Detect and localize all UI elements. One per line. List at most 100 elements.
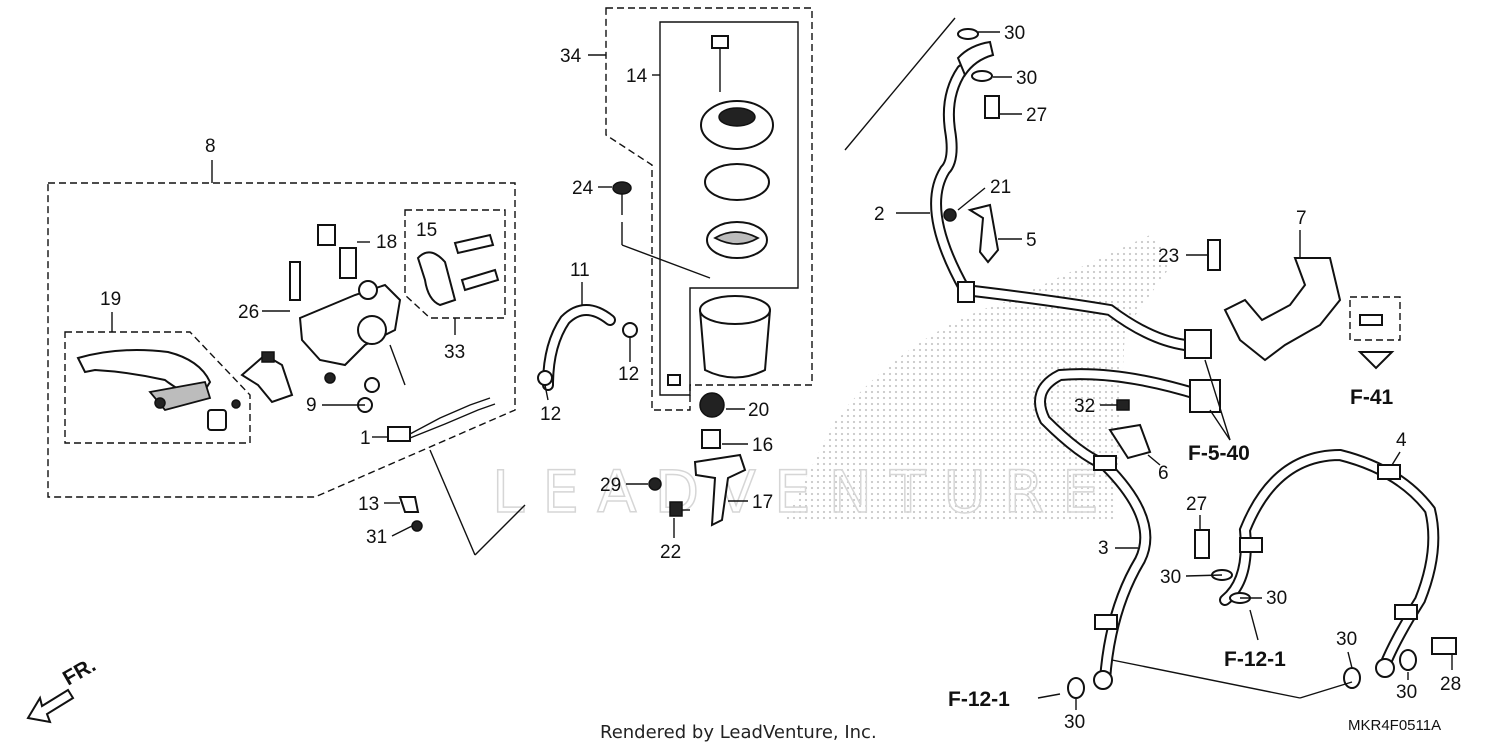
reservoir-screw bbox=[612, 181, 632, 215]
banjo-bolt bbox=[1194, 529, 1210, 559]
sealing-washer-3 bbox=[1343, 667, 1361, 689]
bracket-bolt-outline bbox=[1349, 296, 1401, 341]
clamp-bolt bbox=[943, 208, 957, 222]
banjo-fitting bbox=[956, 40, 995, 78]
group-14-outline bbox=[659, 21, 799, 396]
callout-33: 33 bbox=[444, 342, 465, 363]
callout-30-d: 30 bbox=[1266, 588, 1287, 609]
sealing-washer-2 bbox=[971, 70, 993, 82]
callout-6: 6 bbox=[1158, 463, 1169, 484]
bleed-bolt bbox=[984, 95, 1000, 119]
callout-27-b: 27 bbox=[1186, 494, 1207, 515]
callout-20: 20 bbox=[748, 400, 769, 421]
reference-f41: F-41 bbox=[1350, 386, 1394, 409]
lever-pivot-bracket bbox=[240, 261, 301, 404]
credit-text: Rendered by LeadVenture, Inc. bbox=[600, 722, 877, 743]
watermark-text: LEADVENTURE bbox=[492, 458, 1117, 526]
callout-34: 34 bbox=[560, 46, 582, 67]
callout-labels: 8 19 26 18 15 33 9 1 12 11 12 13 31 34 1… bbox=[100, 23, 1461, 733]
bracket-bolt-2 bbox=[1359, 314, 1383, 326]
ref-arrow-f41 bbox=[1357, 351, 1395, 370]
banjo-bolt-2 bbox=[1431, 637, 1457, 655]
hose-collar-5 bbox=[1239, 537, 1263, 553]
callout-27-a: 27 bbox=[1026, 105, 1047, 126]
callout-13: 13 bbox=[358, 494, 379, 515]
callout-1: 1 bbox=[360, 428, 371, 449]
reservoir-tank bbox=[667, 295, 772, 386]
hose-clamp bbox=[967, 203, 1000, 264]
callout-2: 2 bbox=[874, 204, 885, 225]
callout-29: 29 bbox=[600, 475, 621, 496]
brake-lever bbox=[76, 349, 241, 431]
callout-18: 18 bbox=[376, 232, 397, 253]
callout-30-a: 30 bbox=[1004, 23, 1025, 44]
o-ring bbox=[364, 377, 380, 393]
banjo-fitting-2 bbox=[1093, 670, 1113, 690]
stay-bolt bbox=[669, 501, 683, 517]
group-19-outline bbox=[64, 331, 251, 444]
callout-16: 16 bbox=[752, 435, 773, 456]
reservoir-cap-assembly bbox=[700, 35, 774, 259]
callout-30-c: 30 bbox=[1160, 567, 1181, 588]
hose-clip-2 bbox=[622, 322, 638, 338]
callout-28: 28 bbox=[1440, 674, 1461, 695]
callout-21: 21 bbox=[990, 177, 1011, 198]
reservoir-collar bbox=[701, 429, 721, 449]
hose-collar-4 bbox=[1377, 464, 1401, 480]
hose-bracket bbox=[1223, 257, 1342, 362]
group-34-outline bbox=[605, 7, 813, 411]
hose-collar-6 bbox=[1394, 604, 1418, 620]
bracket-bolt bbox=[1207, 239, 1221, 271]
handlebar-holder bbox=[416, 233, 500, 307]
front-direction-arrow bbox=[26, 688, 75, 724]
drawing-code: MKR4F0511A bbox=[1348, 717, 1441, 734]
callout-3: 3 bbox=[1098, 538, 1109, 559]
callout-22: 22 bbox=[660, 542, 681, 563]
callout-5: 5 bbox=[1026, 230, 1037, 251]
callout-19: 19 bbox=[100, 289, 121, 310]
hose-joint bbox=[1184, 329, 1212, 359]
sealing-washer bbox=[957, 28, 979, 40]
hose-collar-3 bbox=[1094, 614, 1118, 630]
reservoir-hose bbox=[542, 304, 616, 391]
switch-screw bbox=[398, 496, 420, 513]
stay-nut bbox=[648, 477, 662, 491]
hose-collar-2 bbox=[1093, 455, 1117, 471]
callout-32: 32 bbox=[1074, 396, 1095, 417]
sealing-washer-4 bbox=[1399, 649, 1417, 671]
callout-17: 17 bbox=[752, 492, 773, 513]
callout-30-f: 30 bbox=[1396, 682, 1417, 703]
hose-clamp-2 bbox=[1108, 423, 1152, 460]
callout-31: 31 bbox=[366, 527, 387, 548]
callout-8: 8 bbox=[205, 136, 216, 157]
callout-11: 11 bbox=[570, 260, 590, 281]
callout-23: 23 bbox=[1158, 246, 1179, 267]
callout-7: 7 bbox=[1296, 208, 1307, 229]
callout-4: 4 bbox=[1396, 430, 1407, 451]
callout-12-right: 12 bbox=[618, 364, 639, 385]
reference-f540: F-5-40 bbox=[1188, 442, 1250, 465]
hose-joint-2 bbox=[1189, 379, 1221, 413]
reference-f121-bottom: F-12-1 bbox=[948, 688, 1010, 711]
callout-12-left: 12 bbox=[540, 404, 561, 425]
group-33-outline bbox=[404, 209, 506, 319]
hose-clip bbox=[537, 370, 553, 386]
banjo-fitting-3 bbox=[1375, 658, 1395, 678]
brake-light-switch bbox=[387, 397, 496, 442]
clamp-bolt-2 bbox=[1116, 399, 1130, 411]
callout-24: 24 bbox=[572, 178, 594, 199]
reference-f121-right: F-12-1 bbox=[1224, 648, 1286, 671]
callout-30-b: 30 bbox=[1016, 68, 1037, 89]
group-8-outline bbox=[47, 182, 516, 498]
front-direction-label: FR. bbox=[59, 653, 100, 690]
callout-30-e: 30 bbox=[1336, 629, 1357, 650]
reservoir-stay bbox=[693, 453, 747, 527]
leader-lines bbox=[111, 31, 1453, 710]
callout-15: 15 bbox=[416, 220, 437, 241]
sealing-washer-5 bbox=[1067, 677, 1085, 699]
reference-labels: F-41 F-5-40 F-12-1 F-12-1 bbox=[948, 386, 1394, 711]
callout-26: 26 bbox=[238, 302, 259, 323]
hose-collar bbox=[957, 281, 975, 303]
master-cylinder-body bbox=[298, 224, 406, 386]
